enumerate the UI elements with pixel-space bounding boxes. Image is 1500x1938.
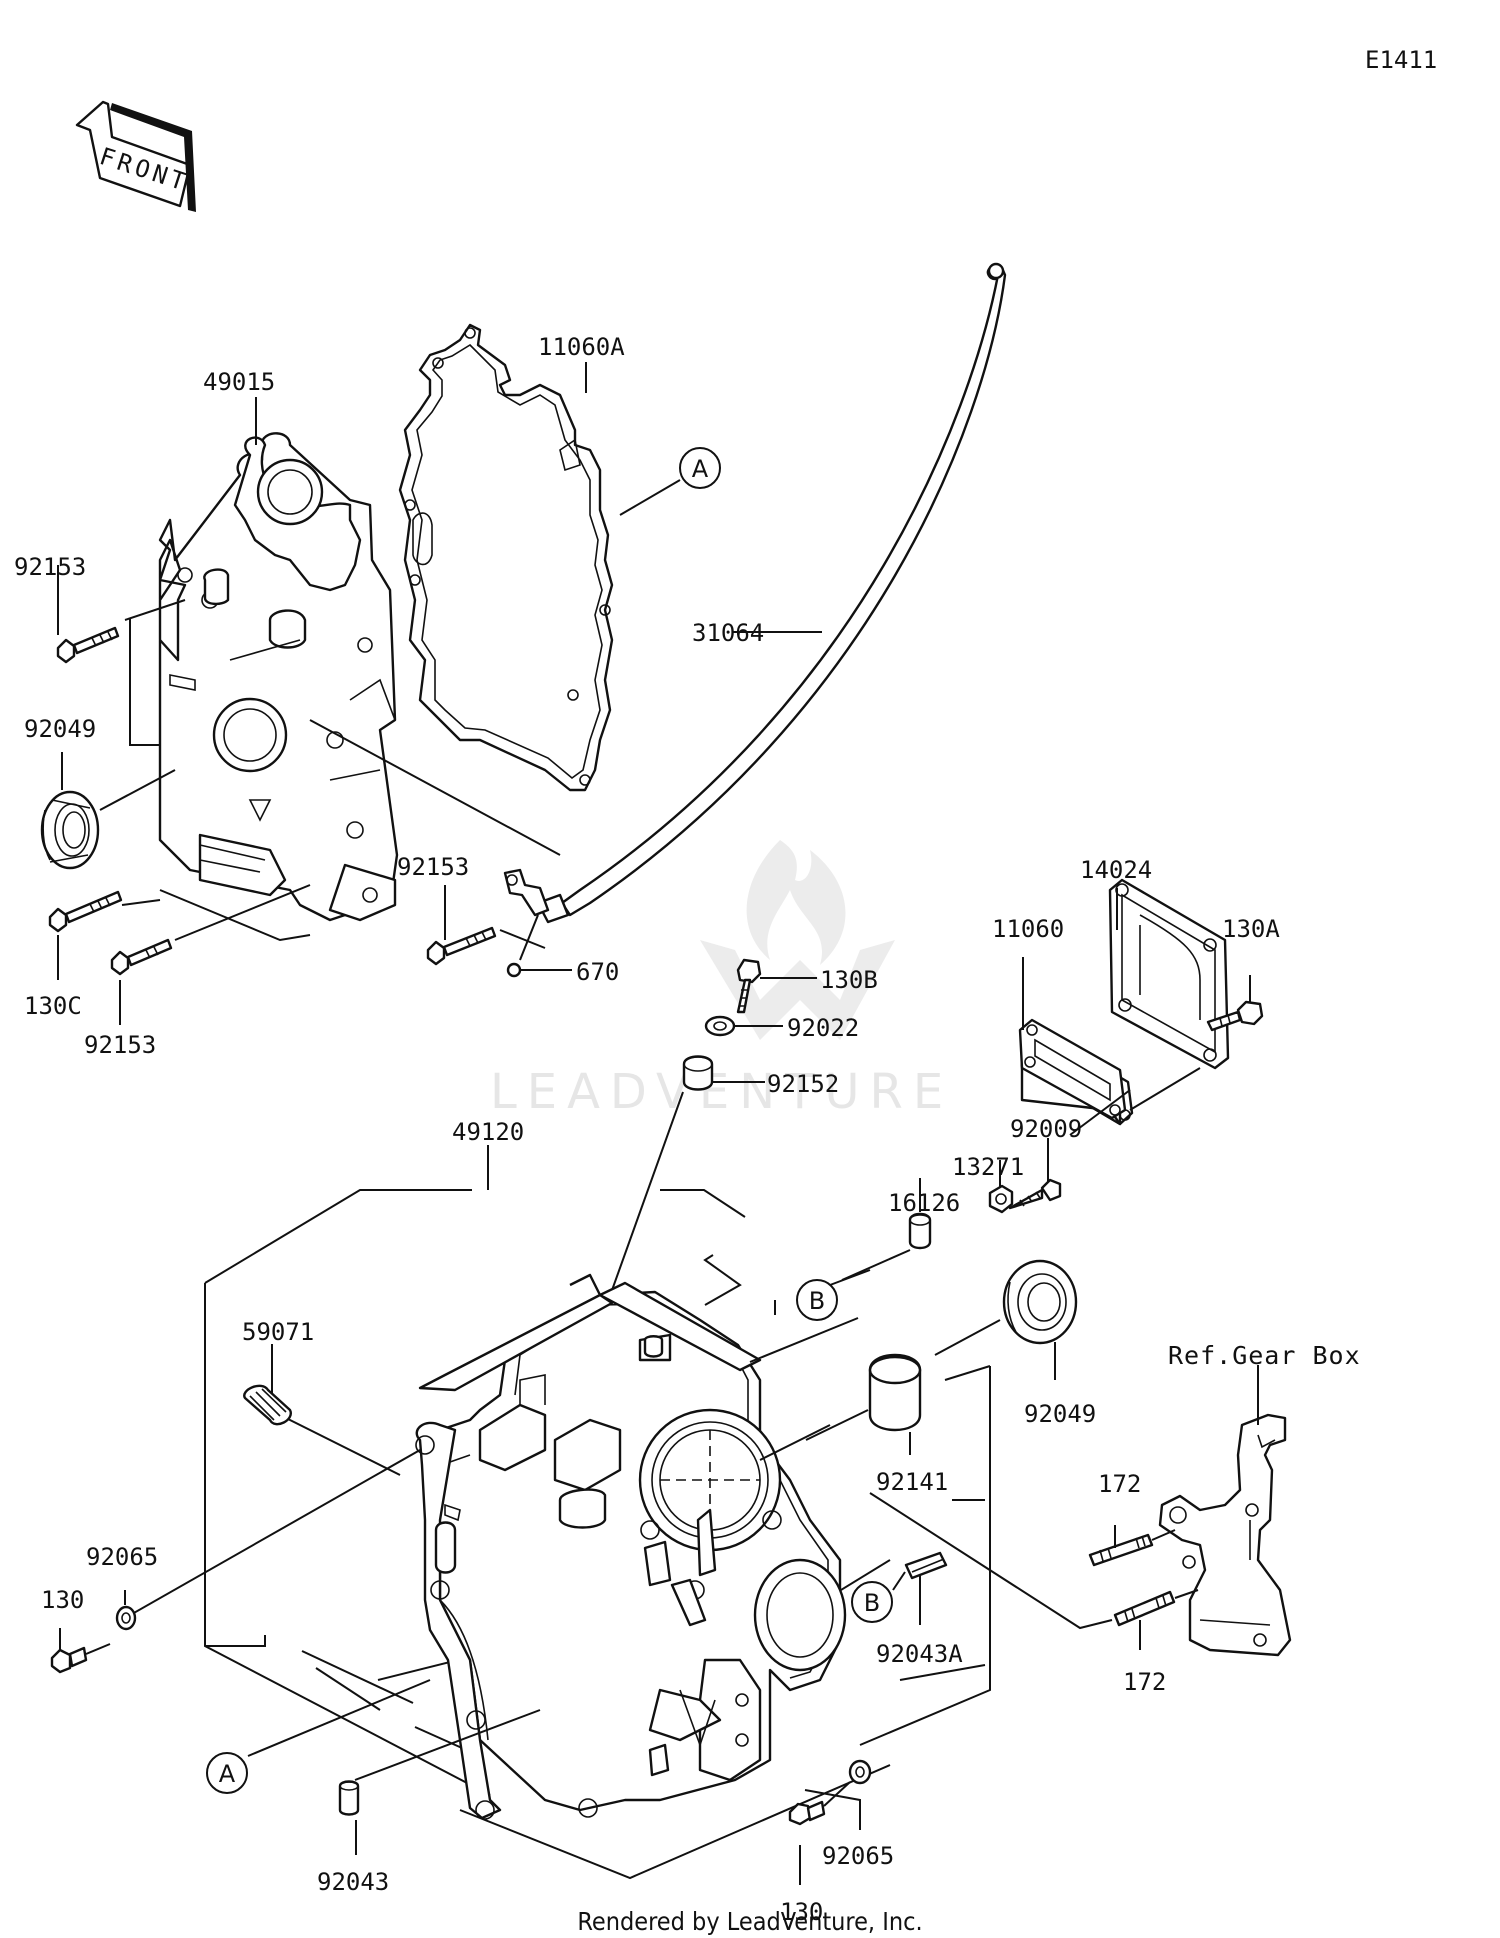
label-92049-right: 92049 [1024,1400,1096,1428]
label-92065-bottom: 92065 [822,1842,894,1870]
screw-92009 [1008,1178,1062,1210]
oil-seal-right [1002,1259,1078,1345]
label-670: 670 [576,958,619,986]
svg-text:A: A [219,1760,236,1788]
leader-670b [519,914,539,961]
label-14024: 14024 [1080,856,1152,884]
leader-oil-seal-right [934,1319,1001,1356]
label-31064: 31064 [692,619,764,647]
dowel-92043 [338,1780,360,1816]
label-130C: 130C [24,992,82,1020]
part-labels: 49015 11060A 31064 92153 92049 92153 130… [14,333,1361,1926]
label-92043: 92043 [317,1868,389,1896]
dowel-16126 [908,1212,932,1250]
bolt-92153-mid [426,926,497,966]
label-130-bottom: 130 [780,1898,823,1926]
footer-credit: Rendered by LeadVenture, Inc. [577,1907,922,1936]
label-92009: 92009 [1010,1115,1082,1143]
leader-92141b [805,1409,869,1441]
leader-130-bottom [823,1781,851,1807]
leader-130-left [85,1643,111,1655]
dipstick-tube [503,262,1007,924]
bolt-130A [1206,1000,1264,1032]
label-92043A: 92043A [876,1640,963,1668]
label-92153-lower: 92153 [84,1031,156,1059]
svg-text:B: B [809,1287,825,1315]
bolt-130-bottom [788,1800,826,1826]
svg-text:A: A [692,455,709,483]
watermark: LEADVENTURE [490,840,953,1120]
callout-A-bottom: A [206,1752,248,1794]
label-92022: 92022 [787,1014,859,1042]
gasket-11060A [398,323,614,792]
label-49015: 49015 [203,368,275,396]
crankcase-main [204,1189,991,1880]
crankcase-cover [158,432,399,922]
leader-gasket-a [1069,1089,1131,1136]
label-13271: 13271 [952,1153,1024,1181]
label-172-upper: 172 [1098,1470,1141,1498]
stud-172-lower [1113,1590,1176,1627]
bolt-92153-top [56,626,120,664]
watermark-text: LEADVENTURE [490,1064,953,1120]
diagram-code: E1411 [1365,46,1437,74]
leader-A-top [619,479,681,516]
pin-92043A [904,1551,948,1580]
washer-92065-left [115,1605,137,1631]
label-92152: 92152 [767,1070,839,1098]
label-92141: 92141 [876,1468,948,1496]
bolt-130C [48,890,123,933]
front-arrow: FRONT [75,100,196,212]
label-ref-gear-box: Ref.Gear Box [1168,1341,1361,1370]
label-16126: 16126 [888,1189,960,1217]
label-49120: 49120 [452,1118,524,1146]
leader-B-bottom [892,1571,906,1591]
leader-172-up-b [1151,1529,1176,1541]
leaders-main [59,1145,871,1885]
bolt-130-left [50,1646,88,1674]
oring-670 [506,962,522,978]
gear-box-bracket [1158,1413,1292,1657]
label-92049-left: 92049 [24,715,96,743]
label-92065-left: 92065 [86,1543,158,1571]
label-92153-top: 92153 [14,553,86,581]
label-59071: 59071 [242,1318,314,1346]
callout-B-top: B [796,1279,838,1321]
stud-172-upper [1088,1533,1154,1567]
oil-seal-92152 [682,1055,714,1091]
callout-A-top: A [679,447,721,489]
oil-seal-left [40,790,100,870]
nut-13271 [988,1184,1014,1214]
plug-59071 [243,1384,292,1426]
washer-92065-bottom [848,1759,872,1785]
gasket-11060-plate [1018,1018,1127,1120]
bushing-92141 [868,1353,922,1432]
label-130-left: 130 [41,1586,84,1614]
callout-B-bottom: B [851,1581,893,1623]
label-11060A: 11060A [538,333,625,361]
leaders-top-left [57,397,561,1025]
leader-gasket-b [1129,1067,1201,1111]
leader-172-low-b [1174,1589,1199,1599]
bolt-130B [736,958,762,1014]
bolt-92153-lower [110,938,173,976]
svg-text:B: B [864,1589,880,1617]
leader-stud-bracket [869,1492,1113,1630]
label-172-lower: 172 [1123,1668,1166,1696]
label-92153-mid: 92153 [397,853,469,881]
label-11060: 11060 [992,915,1064,943]
cover-plate-14024 [1108,878,1230,1070]
label-130A: 130A [1222,915,1280,943]
leader-16126b [841,1249,911,1281]
label-130B: 130B [820,966,878,994]
washer-92022 [704,1015,736,1037]
